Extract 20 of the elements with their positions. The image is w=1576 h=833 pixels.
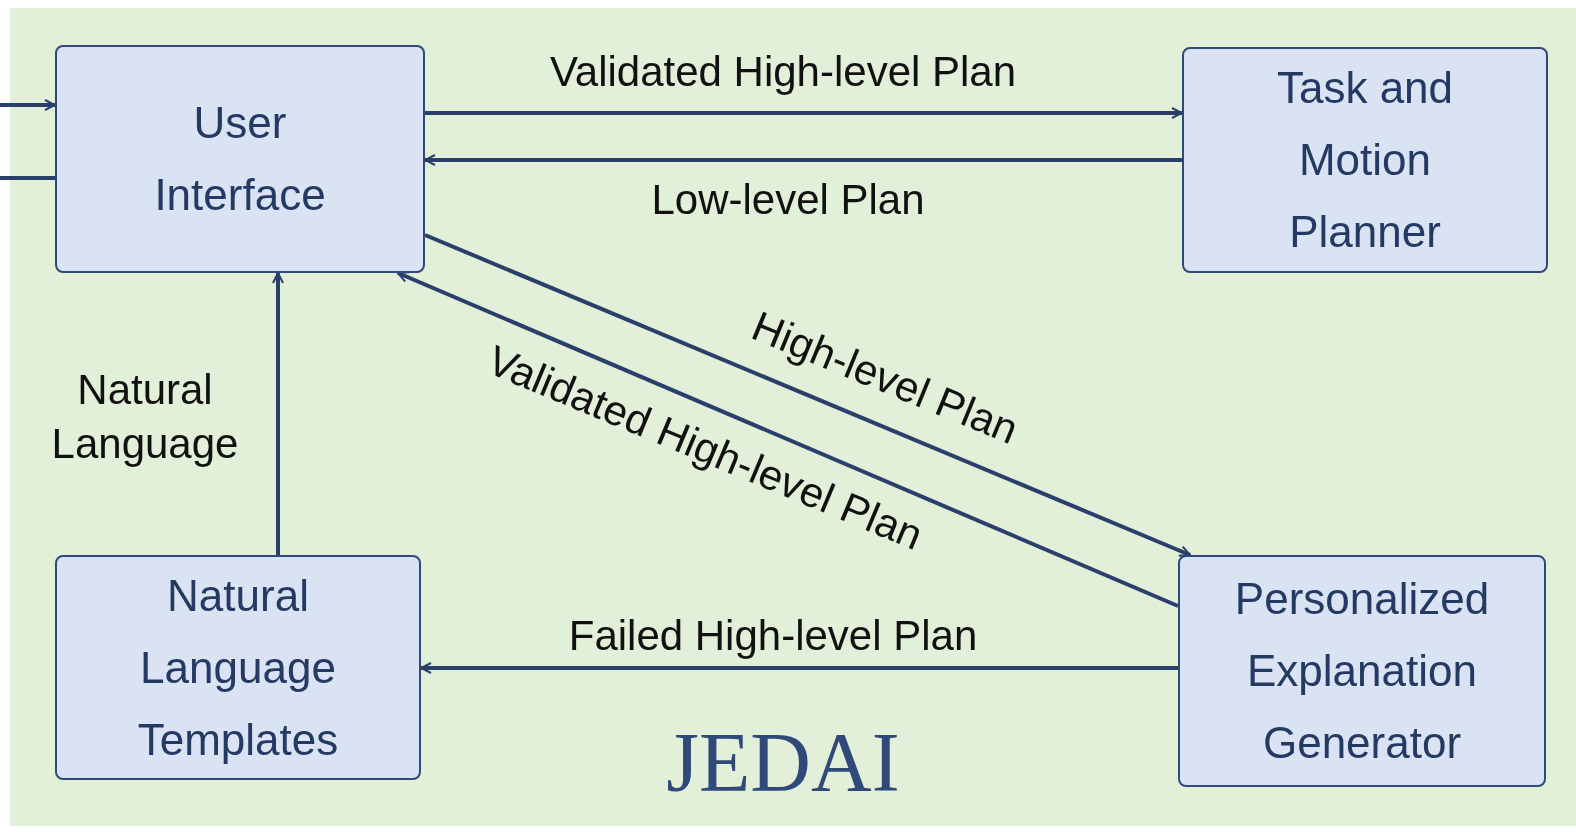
- process-box: [1178, 555, 1546, 787]
- process-box: [55, 45, 425, 273]
- arrow: [0, 99, 56, 111]
- box-label: Personalized Explanation Generator: [1233, 573, 1491, 769]
- box-label: Natural Language Templates: [136, 569, 340, 766]
- edge-label: Failed High-level Plan: [568, 612, 978, 660]
- system-name: JEDAI: [666, 714, 900, 811]
- arrow: [425, 107, 1183, 119]
- edge-label: Validated High-level Plan: [549, 48, 1017, 96]
- arrow: [424, 154, 1182, 166]
- process-box: [55, 555, 421, 780]
- edge-label: Low-level Plan: [651, 176, 925, 224]
- edge-label: Natural Language: [50, 365, 240, 469]
- arrow: [424, 233, 1191, 557]
- box-label: Task and Motion Planner: [1275, 62, 1455, 258]
- box-label: User Interface: [153, 97, 327, 221]
- arrow: [272, 272, 284, 555]
- arrow: [420, 662, 1178, 674]
- process-box: [1182, 47, 1548, 273]
- arrow: [397, 271, 1179, 608]
